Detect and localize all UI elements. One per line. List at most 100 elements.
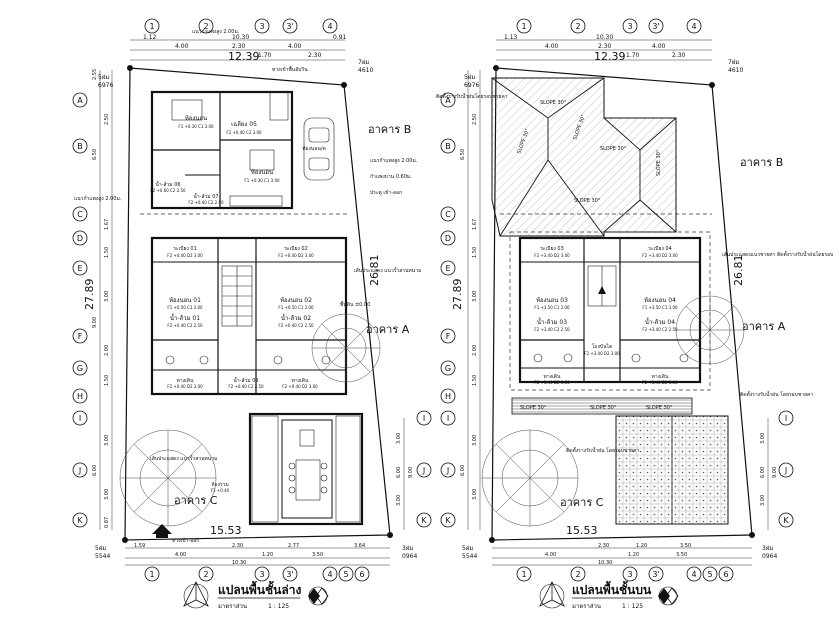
corner-tl-code: 6976 [98, 82, 113, 89]
room-a-bath5-sub: F2 +0.40 C2 2.50 [228, 384, 264, 389]
dim-text: 0.87 [104, 517, 110, 528]
room-a-walk2-sub: F2 +0.40 D2 3.00 [282, 384, 318, 389]
grid-row-K-upper-right: K [783, 516, 789, 525]
grid-row-G-upper: G [445, 364, 451, 373]
room-b-bed1: ห้องนอน [185, 115, 207, 122]
dim-text: 2.30 [598, 43, 612, 50]
grid-col-3-upper-bottom: 3 [627, 570, 632, 579]
slope-label: SLOPE 30° [520, 405, 547, 411]
top-dimensions-upper: 1.13 10.30 4.00 2.30 4.00 1.70 2.30 12.3… [496, 34, 712, 63]
building-a-upper: ระเบียง 03 F2 +3.40 D2 3.00 ระเบียง 04 F… [518, 236, 702, 385]
room-b-bed1-sub: F1 +0.30 C1 3.00 [178, 124, 214, 129]
tree-symbol [119, 429, 217, 527]
room-balc4: ระเบียง 04 [648, 245, 672, 252]
entry-note: ทางเข้า-ออก [172, 537, 199, 544]
slope-label: SLOPE 30° [590, 405, 617, 411]
car-icon [303, 117, 335, 181]
grid-row-K: K [77, 516, 83, 525]
building-a-label: อาคาร A [366, 323, 410, 336]
dim-text: 2.30 [232, 543, 243, 549]
dim-text: 10.30 [232, 560, 246, 566]
room-a-bed1-sub: F1 +0.50 C1 3.00 [167, 305, 203, 310]
dim-text: 3.00 [104, 435, 110, 446]
gutter-c-note: ติดตั้งรางรับน้ำฝน โดยรอบชายคา [566, 445, 639, 454]
grid-col-5-upper-bottom: 5 [707, 570, 712, 579]
grid-row-H: H [77, 392, 83, 401]
upper-corner-bl-label: 5ฝม [462, 545, 473, 552]
dim-text: 2.30 [598, 543, 609, 549]
room-a-bed2: ห้องนอน 02 [280, 297, 312, 304]
corner-pin-tl [127, 65, 133, 71]
room-walk4: ทางเดิน [652, 373, 670, 380]
room-b-balcony: เฉลียง 05 [231, 120, 257, 128]
dim-text: 6.50 [460, 149, 466, 160]
grid-row-D-upper: D [445, 234, 451, 243]
dim-text: 1.12 [143, 34, 157, 41]
upper-corner-pin-tr [709, 82, 715, 88]
dim-text: 6.00 [92, 465, 98, 476]
upper-corner-tr-label: 7ฝม [728, 59, 739, 66]
compass-ornament-icon [308, 586, 329, 606]
upper-floor-plan: 1 2 3 3' 4 1.13 10.30 4.00 2.30 4.00 1.7… [436, 18, 833, 610]
dim-text: 10.30 [598, 560, 612, 566]
slope-label: SLOPE 30° [656, 149, 662, 176]
grid-row-K-upper: K [445, 516, 451, 525]
grid-col-2-upper: 2 [575, 22, 580, 31]
dim-text: 3.50 [680, 543, 691, 549]
tree-symbol [675, 295, 745, 365]
dim-text: 3.00 [760, 495, 766, 506]
grid-rows-left-upper: A B C D E F G H I J K 2.50 6.50 1.67 1.5… [440, 70, 481, 530]
room-a-bed1: ห้องนอน 01 [169, 297, 201, 304]
room-c-sub: F2 +0.40 [211, 488, 230, 493]
gutter-right-note: ติดตั้งรางรับน้ำฝน โดยรอบชายคา [740, 389, 813, 398]
grid-rows-right: I J K 3.00 6.00 3.00 9.00 [396, 410, 432, 530]
dim-text: 2.00 [472, 345, 478, 356]
grid-col-6-bottom: 6 [359, 570, 364, 579]
room-b-bath2-sub: F2 +0.40 C2 2.50 [188, 200, 224, 205]
dim-text: 6.00 [396, 467, 402, 478]
grid-col-2-bottom: 2 [203, 570, 208, 579]
grid-row-J-upper: J [446, 466, 449, 475]
upper-corner-pin-bl [489, 537, 495, 543]
grid-row-J-upper-right: J [784, 466, 787, 475]
grid-row-C-upper: C [445, 210, 451, 219]
dim-text: 2.30 [672, 52, 686, 59]
dim-text: 3.00 [472, 435, 478, 446]
room-b-bath2: น้ำ-ส้วม 07 [193, 191, 218, 200]
grid-col-3p-upper-bottom: 3' [652, 570, 659, 579]
ground-scale-label: มาตราส่วน [218, 603, 247, 610]
dim-text: 3.50 [676, 552, 687, 558]
grid-col-2-upper-bottom: 2 [575, 570, 580, 579]
top-total-dim: 12.39 [228, 50, 260, 63]
dim-text: 6.00 [760, 467, 766, 478]
room-b-laundry: ห้องนอน/ค [302, 145, 326, 152]
grid-row-I-upper-right: I [785, 414, 787, 423]
upper-top-total-dim: 12.39 [594, 50, 626, 63]
ground-floor-plan: 1 2 3 3' 4 1.12 10.30 0.91 4.00 2.30 4.0… [72, 18, 432, 610]
driveway-note: ทางเข้าพื้นลับวิน [272, 64, 308, 73]
dim-text: 1.67 [472, 219, 478, 230]
grid-row-F: F [78, 332, 83, 341]
room-b-bath1: น้ำ-ส้วม 06 [155, 179, 180, 188]
room-walk4-sub: F2 +3.40 D2 3.00 [642, 380, 678, 385]
grid-rows-left: A B C D E F G H I J K [72, 92, 88, 528]
ground-title-block: แปลนพื้นชั้นล่าง มาตราส่วน 1 : 125 [183, 580, 329, 610]
boundary-c-note: เส้นประแสดง แนวรั้วสวนหนาม [150, 453, 217, 462]
room-balc3-sub: F2 +3.40 D2 3.00 [534, 253, 570, 258]
dim-text: 2.30 [308, 52, 322, 59]
upper-scale-value: 1 : 125 [622, 603, 643, 610]
corner-tr-label: 7ฝม [358, 59, 369, 66]
dim-text: 9.00 [92, 317, 98, 328]
dim-text: 1.67 [104, 219, 110, 230]
room-a-balc1-sub: F2 +0.40 D2 3.00 [167, 253, 203, 258]
room-a-walk1-sub: F2 +0.40 D2 3.00 [167, 384, 203, 389]
grid-row-A: A [77, 96, 83, 105]
roof-b: SLOPE 30° SLOPE 30° SLOPE 30° SLOPE 30° … [491, 77, 677, 237]
grid-rows-right-upper: I J K 3.00 6.00 3.00 9.00 [760, 410, 794, 530]
grid-col-3p-bottom: 3' [286, 570, 293, 579]
ground-level-note: พื้นดิน ±0.00 [340, 299, 370, 308]
grid-col-4-upper-bottom: 4 [691, 570, 696, 579]
grid-col-6-upper-bottom: 6 [723, 570, 728, 579]
room-bed4: ห้องนอน 04 [644, 297, 676, 304]
upper-corner-pin-br [749, 532, 755, 538]
